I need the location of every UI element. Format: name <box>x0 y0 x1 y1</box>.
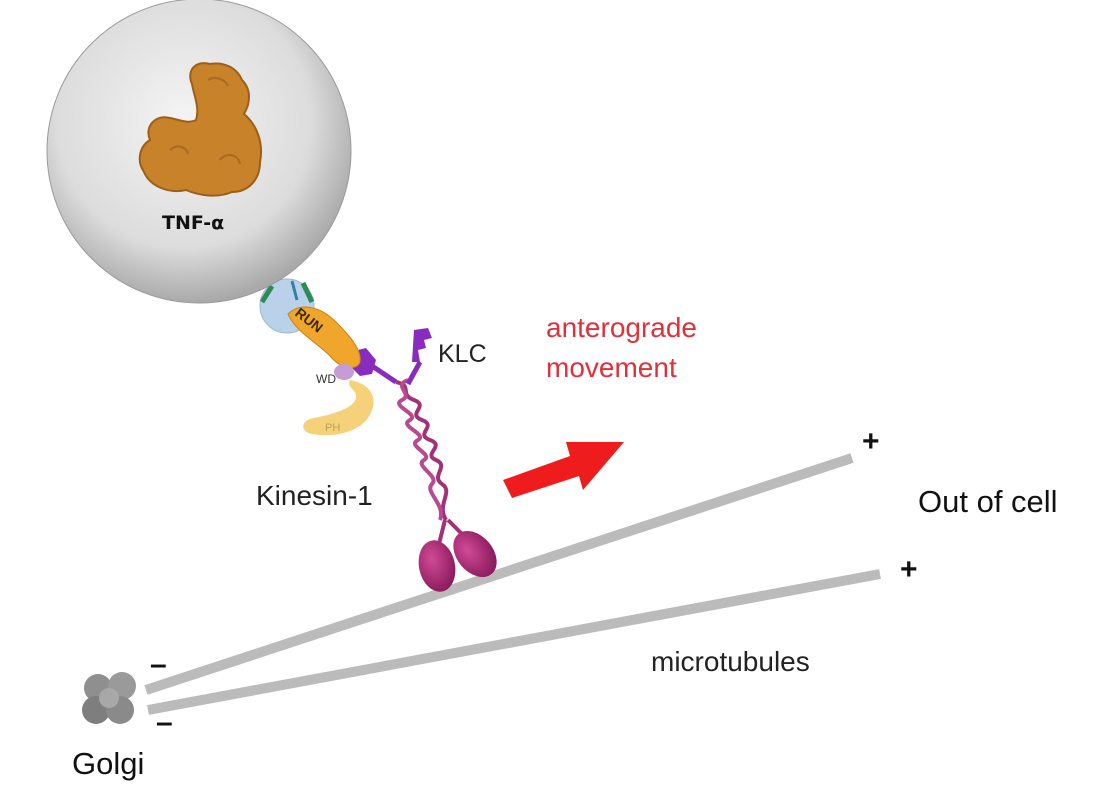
tnf-alpha-label: TNF-α <box>162 212 225 234</box>
adaptor-protein <box>259 278 374 436</box>
microtubules-label: microtubules <box>651 646 810 677</box>
anterograde-arrow-icon <box>503 442 624 498</box>
run-domain <box>287 306 361 369</box>
out-of-cell-label: Out of cell <box>918 484 1058 519</box>
anterograde-label-line2: movement <box>546 352 677 383</box>
kinesin-coiled-coil <box>395 378 468 549</box>
kinesin-motor-head-left <box>418 540 456 592</box>
golgi-icon <box>82 672 136 724</box>
minus-end-upper-label: – <box>150 648 167 681</box>
microtubule-upper <box>144 453 854 695</box>
golgi-label: Golgi <box>72 746 145 781</box>
minus-end-lower-label: – <box>156 706 173 739</box>
ph-domain <box>303 380 374 436</box>
klc-label: KLC <box>438 340 487 368</box>
kinesin-motor-head-right <box>453 530 497 578</box>
wd-domain-label: WD <box>316 372 336 386</box>
tnf-alpha-protein-icon <box>138 62 262 197</box>
microtubules <box>144 453 881 715</box>
tnf-texture <box>169 77 241 165</box>
plus-end-upper-label: + <box>862 425 880 458</box>
kinesin-label: Kinesin-1 <box>256 480 373 511</box>
microtubule-lower <box>147 569 881 715</box>
plus-end-lower-label: + <box>900 553 918 586</box>
anterograde-label-line1: anterograde <box>546 312 698 343</box>
ph-domain-label: PH <box>325 422 341 434</box>
klc-icon <box>350 328 432 386</box>
